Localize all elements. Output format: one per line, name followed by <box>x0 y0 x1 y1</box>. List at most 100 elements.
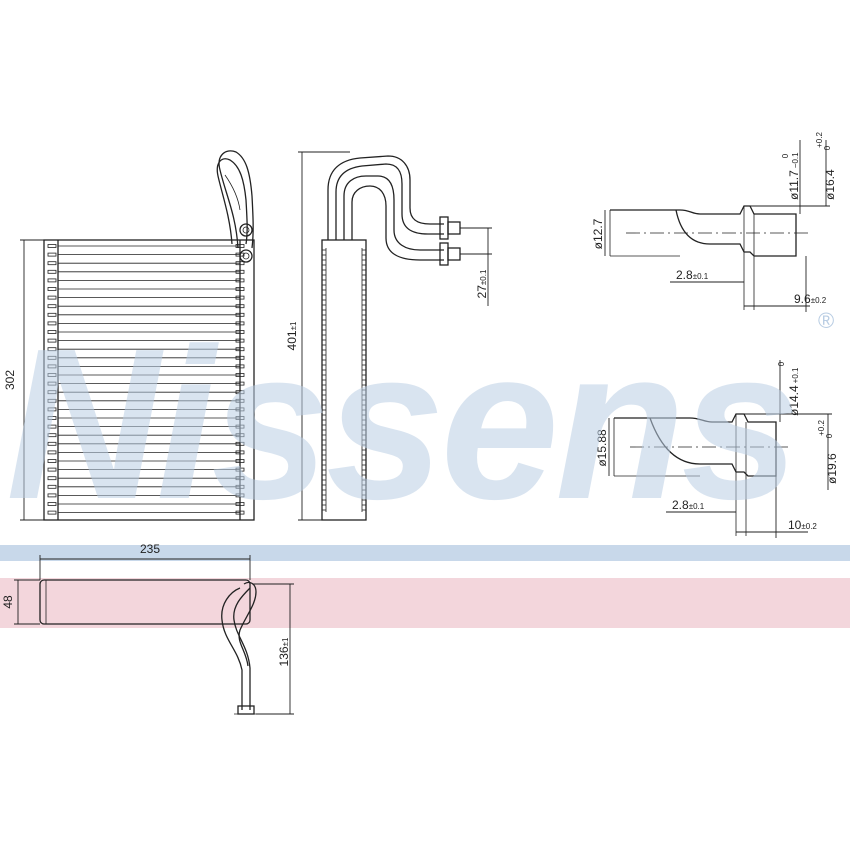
pipe-spacing-label: 27 <box>475 285 489 299</box>
fin-tab <box>235 347 245 352</box>
fitting-bottom-inner-dia: ø14.4 <box>787 385 801 416</box>
watermark-band-blue <box>0 545 850 561</box>
fin-tab <box>235 441 245 446</box>
fitting-top-inner-tol-top: 0 <box>781 153 790 158</box>
fin-tab <box>47 502 57 506</box>
fin-tab <box>235 269 245 274</box>
fin-tab <box>235 244 245 248</box>
core-height-label: 302 <box>3 370 17 390</box>
fitting-bottom-length-tol: ±0.2 <box>801 522 817 531</box>
overall-height-label: 401 <box>285 330 299 350</box>
dimension-pipe-length: 136±1 <box>252 583 294 715</box>
svg-text:401±1: 401±1 <box>285 321 299 350</box>
fitting-top-length-tol: ±0.2 <box>811 296 827 305</box>
svg-text:ø16.4: ø16.4 <box>823 169 837 200</box>
fin-tab <box>47 312 57 317</box>
fin-tab <box>235 450 245 455</box>
fin-tab <box>47 484 57 489</box>
svg-text:ø14.4+0.1: ø14.4 +0.1 <box>787 367 801 416</box>
fin-tab <box>235 330 245 334</box>
fitting-top-inner-dia: ø11.7 <box>787 170 801 200</box>
fin-tab <box>47 330 57 334</box>
fin-tab <box>235 381 245 386</box>
fin-tab <box>47 295 57 300</box>
fin-tab <box>47 510 57 515</box>
core-fins <box>47 244 245 515</box>
fin-tab <box>235 321 245 326</box>
dimension-core-height: 302 <box>3 239 44 521</box>
fin-tab <box>235 510 245 515</box>
fin-tab <box>47 269 57 274</box>
fin-tab <box>235 390 245 395</box>
pipe-spacing-tolerance: ±0.1 <box>479 269 488 285</box>
fin-tab <box>47 304 57 309</box>
fin-tab <box>235 295 245 300</box>
fin-tab <box>47 355 57 360</box>
fin-tab <box>47 278 57 283</box>
pipe-length-tolerance: ±1 <box>281 637 290 646</box>
fitting-top-flange-tol-top: +0.2 <box>815 132 824 148</box>
fin-tab <box>235 312 245 317</box>
fin-tab <box>47 398 57 403</box>
fitting-top-wall: 2.8 <box>676 268 693 282</box>
dimension-overall-height: 401±1 <box>285 151 350 521</box>
fitting-bottom-wall-tol: ±0.1 <box>689 502 705 511</box>
svg-text:2.8±0.1: 2.8±0.1 <box>672 498 705 512</box>
fin-tab <box>47 287 57 291</box>
core-top-view <box>39 579 258 715</box>
fin-tab <box>235 416 245 420</box>
fin-tab <box>235 433 245 438</box>
fitting-bottom-wall: 2.8 <box>672 498 689 512</box>
svg-text:10±0.2: 10±0.2 <box>788 518 817 532</box>
watermark-registered-mark: ® <box>818 308 834 333</box>
dimension-depth: 48 <box>1 579 40 625</box>
fin-tab <box>47 252 57 257</box>
fin-tab <box>47 459 57 463</box>
fitting-bottom-dimensions: ø15.88 ø14.4+0.1 0 ø19.6 +0.2 0 2.8±0.1 … <box>595 360 839 538</box>
svg-text:27±0.1: 27±0.1 <box>475 269 489 298</box>
fitting-top-flange-dia: ø16.4 <box>823 169 837 200</box>
fin-tab <box>47 381 57 386</box>
fitting-bottom-flange-tol-bottom: 0 <box>825 433 834 438</box>
fitting-detail-bottom <box>613 413 790 536</box>
fin-tab <box>47 476 57 481</box>
fitting-bottom-flange-dia: ø19.6 <box>825 453 839 484</box>
fin-tab <box>47 493 57 498</box>
svg-text:136±1: 136±1 <box>277 637 291 666</box>
fin-tab <box>235 338 245 343</box>
fitting-bottom-inner-tol-top: 0 <box>777 361 786 366</box>
fin-tab <box>235 373 245 377</box>
fin-tab <box>47 467 57 472</box>
depth-label: 48 <box>1 595 15 609</box>
fitting-bottom-inner-tol-bottom: +0.1 <box>791 367 800 383</box>
svg-text:2.8±0.1: 2.8±0.1 <box>676 268 709 282</box>
fin-tab <box>235 484 245 489</box>
fin-tab <box>235 407 245 412</box>
watermark-logo: Nissens <box>6 303 796 544</box>
overall-height-tolerance: ±1 <box>289 321 298 330</box>
svg-text:ø19.6: ø19.6 <box>825 453 839 484</box>
fin-tab <box>235 278 245 283</box>
fin-tab <box>47 244 57 248</box>
dimension-pipe-spacing: 27±0.1 <box>460 227 492 306</box>
core-width-label: 235 <box>140 542 160 556</box>
fitting-top-length: 9.6 <box>794 292 811 306</box>
fitting-bottom-outer-dia: ø15.88 <box>595 429 609 467</box>
svg-text:ø11.7−0.1: ø11.7 −0.1 <box>787 152 801 200</box>
pipe-length-label: 136 <box>277 646 291 666</box>
fitting-top-wall-tol: ±0.1 <box>693 272 709 281</box>
fin-tab <box>47 416 57 420</box>
fin-tab <box>47 424 57 429</box>
fin-tab <box>235 459 245 463</box>
fin-tab <box>235 364 245 369</box>
fin-tab <box>47 441 57 446</box>
fin-tab <box>235 398 245 403</box>
fin-tab <box>235 287 245 291</box>
fitting-top-inner-tol-bottom: −0.1 <box>791 152 800 168</box>
fin-tab <box>235 502 245 506</box>
fitting-top-dimensions: ø12.7 ø11.7−0.1 0 ø16.4 +0.2 0 2.8±0.1 9… <box>591 132 837 312</box>
fin-tab <box>235 355 245 360</box>
fitting-detail-top <box>609 205 810 310</box>
fin-tab <box>235 476 245 481</box>
fin-tab <box>235 493 245 498</box>
